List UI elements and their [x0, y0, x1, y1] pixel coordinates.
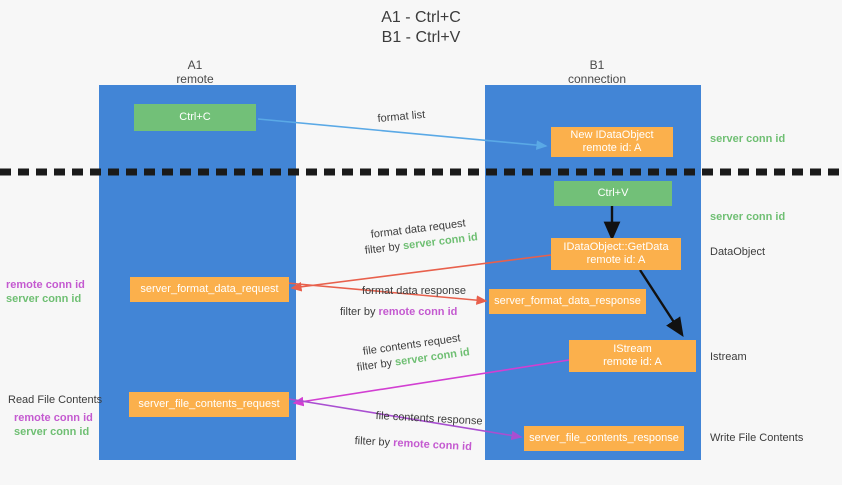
- box-server-file-contents-request[interactable]: server_file_contents_request: [129, 392, 289, 417]
- title-line-1: A1 - Ctrl+C: [381, 9, 461, 26]
- label-file-contents-response: file contents response: [375, 409, 483, 428]
- box-istream-line2: remote id: A: [603, 356, 662, 368]
- box-getdata-line2: remote id: A: [586, 254, 646, 266]
- left-label-server-conn-id-2: server conn id: [14, 426, 90, 438]
- filter-prefix: filter by: [340, 306, 379, 318]
- box-ctrl-c[interactable]: Ctrl+C: [134, 104, 256, 131]
- right-label-istream: Istream: [710, 351, 747, 363]
- box-ctrl-v-label: Ctrl+V: [597, 187, 629, 199]
- column-a1-sub: remote: [176, 72, 214, 86]
- left-label-server-conn-id-1: server conn id: [6, 293, 82, 305]
- page-title: A1 - Ctrl+C B1 - Ctrl+V: [0, 8, 842, 48]
- left-label-group-file: remote conn id server conn id: [14, 411, 93, 439]
- box-new-idataobject-line2: remote id: A: [582, 142, 642, 154]
- filter-prefix: filter by: [354, 434, 394, 449]
- title-line-2: B1 - Ctrl+V: [381, 29, 461, 46]
- right-label-server-conn-id-top: server conn id: [710, 133, 786, 145]
- box-server-file-contents-request-label: server_file_contents_request: [138, 398, 280, 410]
- label-format-data-response: format data response: [362, 285, 466, 297]
- box-getdata-line1: IDataObject::GetData: [563, 241, 669, 253]
- label-format-list: format list: [377, 108, 426, 125]
- left-label-remote-conn-id-1: remote conn id: [6, 279, 85, 291]
- column-a1-name: A1: [187, 58, 203, 72]
- right-label-server-conn-id-mid: server conn id: [710, 211, 786, 223]
- filter-remote-conn-id: remote conn id: [392, 437, 473, 454]
- left-label-remote-conn-id-2: remote conn id: [14, 412, 93, 424]
- box-server-file-contents-response-label: server_file_contents_response: [529, 432, 679, 444]
- filter-remote-conn-id: remote conn id: [378, 306, 458, 318]
- column-header-b1: B1 connection: [537, 58, 657, 86]
- column-b1-name: B1: [589, 58, 605, 72]
- label-format-data-response-filter: filter by remote conn id: [340, 305, 457, 319]
- left-label-read-file-contents: Read File Contents: [8, 394, 103, 406]
- left-label-group-format: remote conn id server conn id: [6, 278, 85, 306]
- box-new-idataobject[interactable]: New IDataObject remote id: A: [551, 127, 673, 157]
- right-label-dataobject: DataObject: [710, 246, 766, 258]
- box-istream[interactable]: IStream remote id: A: [569, 340, 696, 372]
- filter-prefix: filter by: [364, 240, 404, 257]
- box-istream-line1: IStream: [613, 343, 652, 355]
- column-b1-sub: connection: [567, 72, 627, 86]
- box-ctrl-c-label: Ctrl+C: [179, 111, 211, 123]
- filter-prefix: filter by: [356, 356, 396, 374]
- box-server-format-data-request-label: server_format_data_request: [140, 283, 279, 295]
- box-server-format-data-request[interactable]: server_format_data_request: [130, 277, 289, 302]
- box-new-idataobject-line1: New IDataObject: [570, 129, 654, 141]
- column-header-a1: A1 remote: [135, 58, 255, 86]
- box-server-format-data-response[interactable]: server_format_data_response: [489, 289, 646, 314]
- box-ctrl-v[interactable]: Ctrl+V: [554, 181, 672, 206]
- box-idataobject-getdata[interactable]: IDataObject::GetData remote id: A: [551, 238, 681, 270]
- box-server-file-contents-response[interactable]: server_file_contents_response: [524, 426, 684, 451]
- box-server-format-data-response-label: server_format_data_response: [494, 295, 641, 307]
- label-file-contents-response-filter: filter by remote conn id: [354, 434, 472, 454]
- right-label-write-file-contents: Write File Contents: [710, 432, 804, 444]
